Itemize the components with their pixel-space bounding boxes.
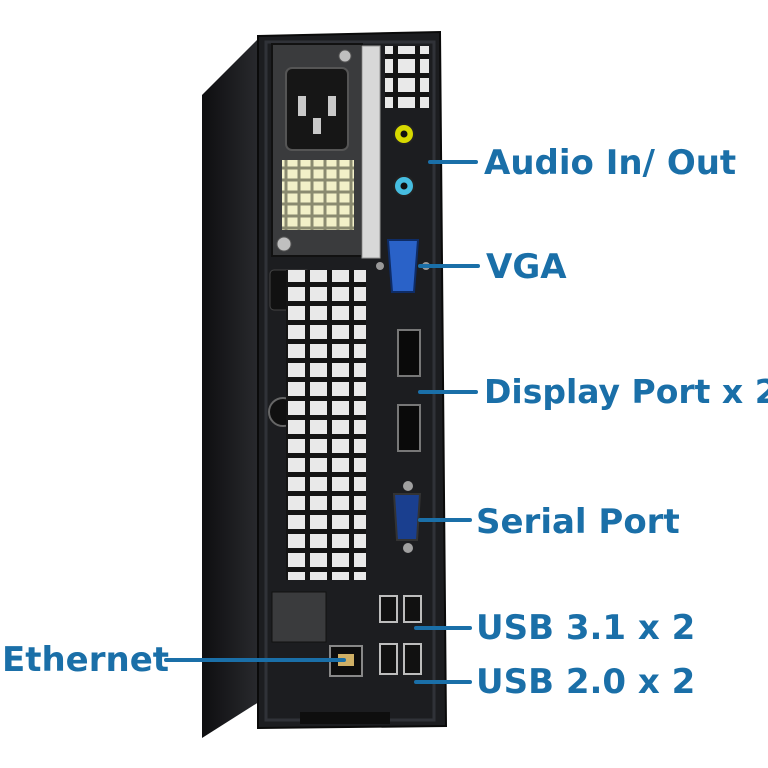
serial-port-label: Serial Port xyxy=(476,502,680,542)
ethernet-port xyxy=(271,591,363,677)
display-ports xyxy=(397,329,421,452)
callout-lines xyxy=(164,160,480,684)
audio-label: Audio In/ Out xyxy=(484,143,737,183)
power-supply xyxy=(271,43,363,257)
ethernet-label: Ethernet xyxy=(2,640,170,680)
main-vent-grill xyxy=(286,270,366,580)
case-side-panel xyxy=(202,35,262,738)
power-socket xyxy=(285,67,349,151)
usb20-label: USB 2.0 x 2 xyxy=(476,662,696,702)
psu-fan-grill xyxy=(282,160,354,230)
display-port-label: Display Port x 2 xyxy=(484,372,768,411)
case-foot xyxy=(300,712,390,724)
audio-ports xyxy=(393,123,415,197)
usb31-label: USB 3.1 x 2 xyxy=(476,608,696,648)
serial-port xyxy=(392,481,422,553)
usb31-ports xyxy=(379,595,422,623)
label-sticker xyxy=(361,45,381,259)
vga-label: VGA xyxy=(486,247,567,287)
top-vent xyxy=(385,46,429,108)
usb20-ports xyxy=(379,643,422,675)
